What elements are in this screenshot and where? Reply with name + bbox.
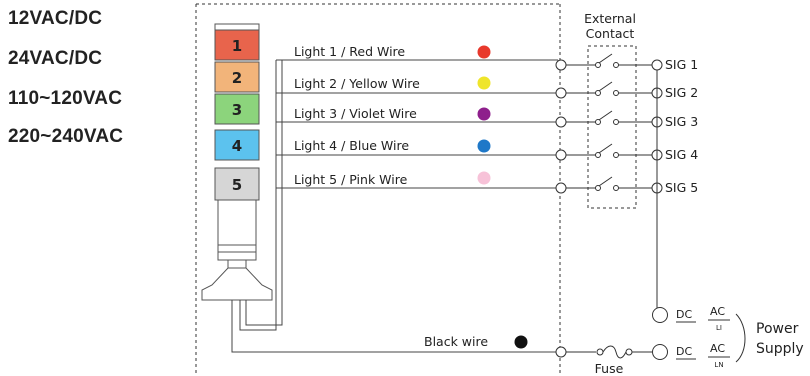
tier-number: 1 bbox=[232, 37, 242, 55]
power-supply-label: Power bbox=[756, 321, 799, 337]
tier-3 bbox=[214, 93, 260, 125]
power-labels: DC AC LI DC AC LN bbox=[676, 305, 730, 369]
dc-label: DC bbox=[676, 345, 692, 358]
power-terminal bbox=[652, 344, 668, 360]
wire-color-dots bbox=[477, 45, 528, 349]
light-labels: Light 1 / Red Wire Light 2 / Yellow Wire… bbox=[294, 44, 420, 187]
voltage-label: 24VAC/DC bbox=[8, 48, 103, 69]
wire-color-dot bbox=[477, 45, 491, 59]
tier-number: 2 bbox=[232, 69, 242, 87]
voltage-label: 12VAC/DC bbox=[8, 8, 103, 29]
external-contact-label: Contact bbox=[586, 26, 635, 41]
light-label: Light 1 / Red Wire bbox=[294, 44, 405, 59]
external-contact-label: External bbox=[584, 11, 636, 26]
voltage-label: 110~120VAC bbox=[8, 88, 123, 109]
tier-number: 3 bbox=[232, 101, 242, 119]
power-brace bbox=[735, 313, 746, 363]
tier-2 bbox=[214, 61, 260, 93]
black-wire-dot bbox=[514, 335, 528, 349]
light-label: Light 5 / Pink Wire bbox=[294, 172, 408, 187]
ln-label: LN bbox=[714, 361, 723, 369]
dc-label: DC bbox=[676, 308, 692, 321]
wire-color-dot bbox=[477, 171, 491, 185]
tower-base bbox=[201, 267, 273, 301]
voltage-label: 220~240VAC bbox=[8, 126, 124, 147]
sig-label: SIG 2 bbox=[665, 85, 698, 100]
sig-label: SIG 4 bbox=[665, 147, 698, 162]
light-label: Light 4 / Blue Wire bbox=[294, 138, 409, 153]
terminals bbox=[555, 59, 567, 358]
fuse-label: Fuse bbox=[595, 361, 624, 376]
li-label: LI bbox=[716, 324, 722, 332]
sig-label: SIG 1 bbox=[665, 57, 698, 72]
tier-5 bbox=[214, 167, 260, 201]
wire-color-dot bbox=[477, 76, 491, 90]
sig-label: SIG 3 bbox=[665, 114, 698, 129]
sig-labels: SIG 1 SIG 2 SIG 3 SIG 4 SIG 5 bbox=[665, 57, 698, 195]
ac-label: AC bbox=[710, 305, 725, 318]
tier-numbers: 1 2 3 4 5 bbox=[232, 37, 242, 194]
light-label: Light 3 / Violet Wire bbox=[294, 106, 417, 121]
black-wire-line bbox=[231, 300, 560, 353]
tier-4 bbox=[214, 129, 260, 161]
tower-pole bbox=[217, 199, 257, 261]
wire-color-dot bbox=[477, 107, 491, 121]
sig-label: SIG 5 bbox=[665, 180, 698, 195]
black-wire-label: Black wire bbox=[424, 334, 488, 349]
switch-contacts bbox=[595, 62, 619, 191]
light-wires bbox=[276, 59, 558, 189]
signal-tower bbox=[201, 23, 273, 301]
ac-label: AC bbox=[710, 342, 725, 355]
external-contact-box bbox=[587, 45, 637, 209]
tier-1 bbox=[214, 29, 260, 61]
fuse bbox=[566, 345, 652, 359]
light-label: Light 2 / Yellow Wire bbox=[294, 76, 420, 91]
power-terminal bbox=[652, 307, 668, 323]
wire-color-dot bbox=[477, 139, 491, 153]
tower-wire-bundle bbox=[231, 60, 560, 353]
power-supply-label: Supply bbox=[756, 341, 804, 357]
tier-number: 4 bbox=[232, 137, 242, 155]
tier-number: 5 bbox=[232, 176, 242, 194]
contact-switches bbox=[566, 53, 652, 189]
